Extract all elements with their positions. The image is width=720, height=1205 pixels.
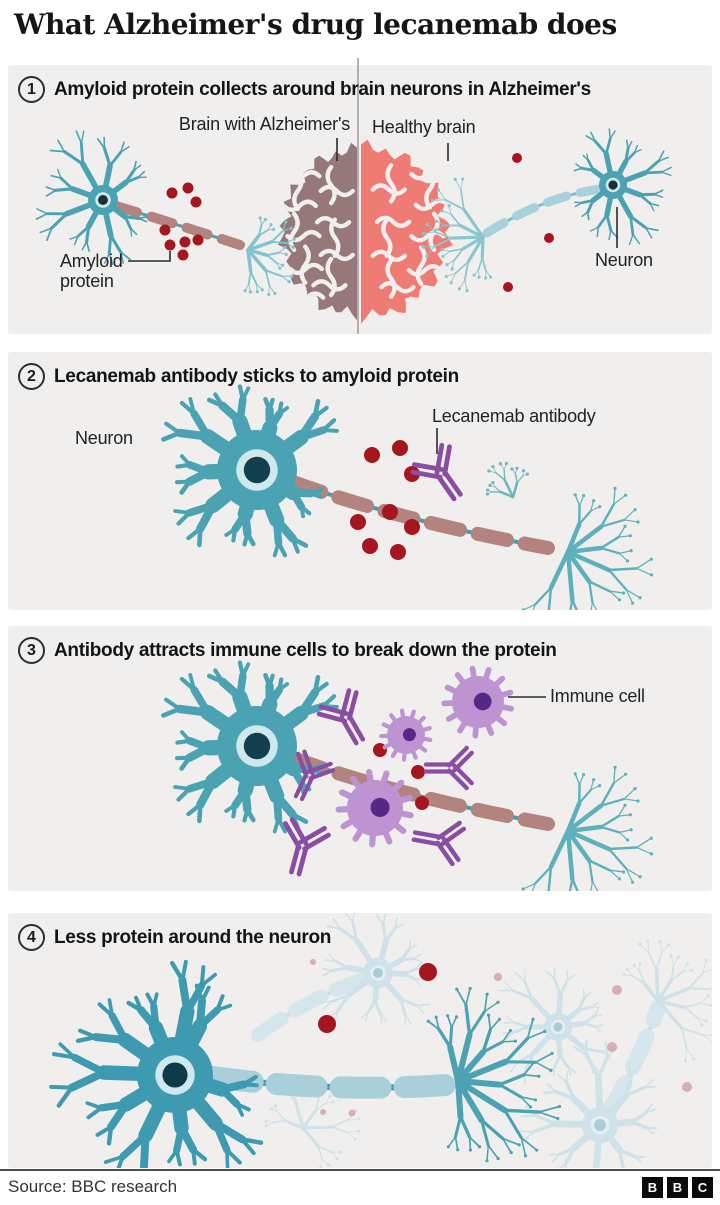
step-number-badge: 3 [18, 637, 45, 664]
panel-2-heading: Lecanemab antibody sticks to amyloid pro… [54, 365, 459, 387]
panel-3-header: 3 Antibody attracts immune cells to brea… [18, 637, 557, 664]
source-credit: Source: BBC research [8, 1177, 178, 1196]
panel-step-1: 1 Amyloid protein collects around brain … [8, 58, 712, 334]
panel-1-header: 1 Amyloid protein collects around brain … [18, 76, 591, 103]
label-amyloid-protein: Amyloid protein [60, 251, 123, 292]
label-immune-cell: Immune cell [550, 686, 645, 706]
panel-1-illustration [35, 58, 672, 334]
step-number-badge: 1 [18, 76, 45, 103]
label-lecanemab-antibody: Lecanemab antibody [432, 406, 596, 426]
panel-step-2: 2 Lecanemab antibody sticks to amyloid p… [8, 352, 712, 610]
panel-2-illustration [161, 384, 654, 610]
panel-1-heading: Amyloid protein collects around brain ne… [54, 78, 591, 100]
panel-4-illustration [49, 913, 712, 1168]
label-healthy-brain: Healthy brain [372, 117, 476, 137]
label-brain-with-alzheimers: Brain with Alzheimer's [178, 114, 350, 134]
label-neuron: Neuron [595, 250, 653, 270]
footer-divider [0, 1169, 720, 1171]
page-title: What Alzheimer's drug lecanemab does [14, 8, 617, 41]
step-number-badge: 4 [18, 924, 45, 951]
panel-3-illustration [161, 660, 654, 891]
panel-step-4: 4 Less protein around the neuron [8, 913, 712, 1168]
panel-4-heading: Less protein around the neuron [54, 926, 332, 948]
step-number-badge: 2 [18, 363, 45, 390]
panel-2-header: 2 Lecanemab antibody sticks to amyloid p… [18, 363, 459, 390]
panel-step-3: 3 Antibody attracts immune cells to brea… [8, 626, 712, 891]
panel-3-heading: Antibody attracts immune cells to break … [54, 639, 557, 661]
bbc-logo-block: C [692, 1177, 713, 1198]
bbc-logo: B B C [642, 1177, 713, 1198]
label-neuron: Neuron [75, 428, 133, 448]
bbc-logo-block: B [667, 1177, 688, 1198]
bbc-logo-block: B [642, 1177, 663, 1198]
panel-4-header: 4 Less protein around the neuron [18, 924, 331, 951]
